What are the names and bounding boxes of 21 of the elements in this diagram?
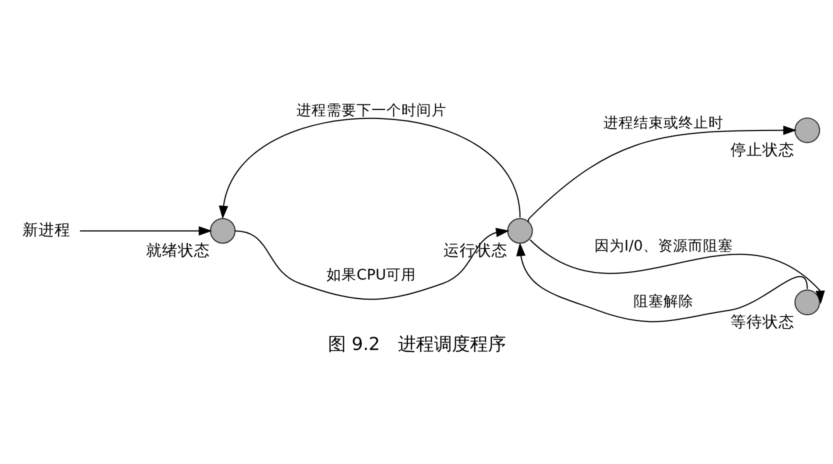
edge-label: 进程需要下一个时间片 <box>296 103 446 120</box>
node-label: 等待状态 <box>730 312 794 332</box>
arrow <box>218 118 520 220</box>
arrow <box>516 242 808 322</box>
edge-label: 进程结束或终止时 <box>603 115 724 132</box>
edge-label: 如果CPU可用 <box>326 267 416 284</box>
node-circle <box>209 218 236 244</box>
edge-label: 阻塞解除 <box>633 294 694 310</box>
node-text: 新进程 <box>22 220 70 240</box>
arrow <box>526 126 796 222</box>
caption: 图 9.2 进程调度程序 <box>327 334 506 356</box>
arrow <box>529 239 824 304</box>
node-circle <box>794 117 820 144</box>
node-label: 停止状态 <box>730 140 794 160</box>
edge-label: 因为I/0、资源而阻塞 <box>594 238 732 254</box>
node-label: 运行状态 <box>442 240 507 260</box>
arrow <box>234 228 509 300</box>
node-circle <box>506 218 532 244</box>
arrow <box>79 226 212 236</box>
node-label: 就绪状态 <box>146 240 210 260</box>
node-circle <box>794 290 820 316</box>
